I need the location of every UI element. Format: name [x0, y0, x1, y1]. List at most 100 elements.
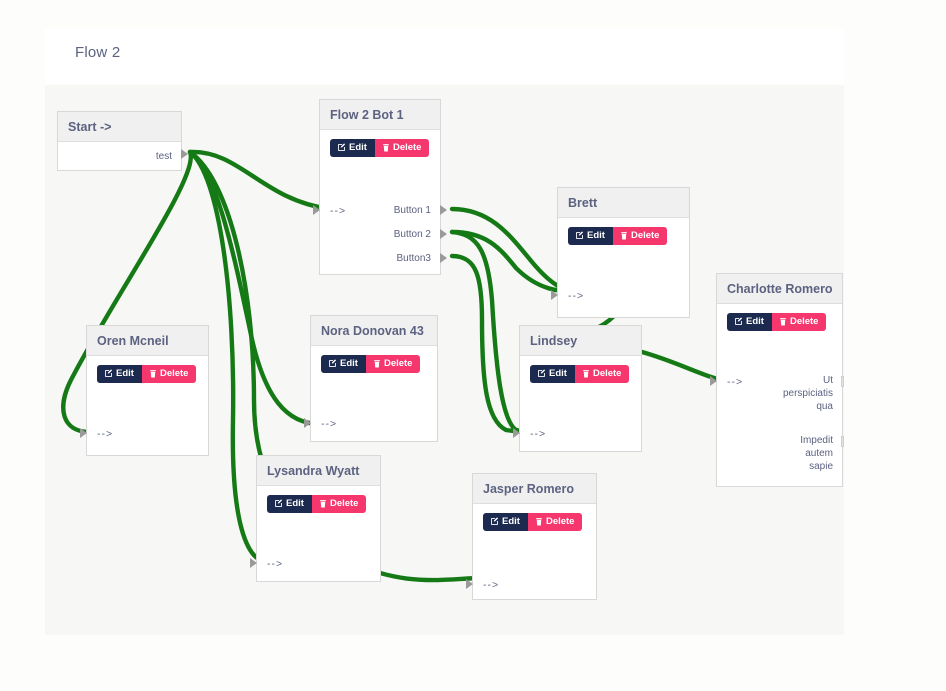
node-title-oren-mcneil: Oren Mcneil — [97, 333, 169, 348]
output-label-button-2[interactable]: Button 2 — [393, 229, 431, 240]
output-port-button-1[interactable] — [440, 205, 447, 215]
input-label-brett: --> — [568, 290, 585, 302]
output-line-1-word-1: Ut — [823, 375, 833, 386]
delete-button-lindsey[interactable]: Delete — [574, 365, 630, 383]
input-port-lindsey[interactable] — [513, 428, 520, 438]
node-brett[interactable]: Brett Edit Delete --> — [551, 187, 690, 318]
action-buttons-nora-donovan: Edit Delete — [321, 355, 421, 373]
input-port-charlotte-romero[interactable] — [710, 376, 717, 386]
input-label-jasper-romero: --> — [483, 579, 500, 591]
action-buttons-brett: Edit Delete — [568, 227, 668, 245]
trash-icon — [382, 143, 390, 152]
output-label-button-1[interactable]: Button 1 — [393, 205, 431, 216]
input-port-lysandra-wyatt[interactable] — [250, 558, 257, 568]
node-title-flow2bot1: Flow 2 Bot 1 — [330, 107, 404, 122]
node-body-flow2bot1: Edit Delete --> Button 1 Button 2 Button… — [313, 130, 447, 274]
input-port-nora-donovan[interactable] — [304, 418, 311, 428]
input-label-lindsey: --> — [530, 428, 547, 440]
node-charlotte-romero[interactable]: Charlotte Romero Edit Delete --> Ut pers… — [710, 273, 844, 487]
node-header-jasper-romero: Jasper Romero — [473, 474, 596, 504]
delete-button-label: Delete — [159, 368, 189, 379]
input-port-flow2bot1[interactable] — [313, 205, 320, 215]
edit-button-nora-donovan[interactable]: Edit — [321, 355, 366, 373]
delete-button-oren-mcneil[interactable]: Delete — [141, 365, 197, 383]
trash-icon — [319, 499, 327, 508]
input-label-nora-donovan: --> — [321, 418, 338, 430]
output-line-2-word-3: sapie — [809, 461, 833, 472]
trash-icon — [535, 517, 543, 526]
node-lysandra-wyatt[interactable]: Lysandra Wyatt Edit Delete --> — [250, 455, 381, 582]
delete-button-label: Delete — [329, 498, 359, 509]
node-body-start: test — [58, 142, 188, 170]
node-body-lindsey: Edit Delete --> — [513, 356, 641, 451]
node-title-charlotte-romero: Charlotte Romero — [727, 281, 833, 296]
edit-button-jasper-romero[interactable]: Edit — [483, 513, 528, 531]
output-label-charlotte-1[interactable]: Ut perspiciatis qua — [783, 374, 833, 413]
delete-button-nora-donovan[interactable]: Delete — [365, 355, 421, 373]
node-oren-mcneil[interactable]: Oren Mcneil Edit Delete --> — [80, 325, 209, 456]
edit-button-oren-mcneil[interactable]: Edit — [97, 365, 142, 383]
trash-icon — [620, 231, 628, 240]
node-title-nora-donovan: Nora Donovan 43 — [321, 323, 424, 338]
action-buttons-lysandra-wyatt: Edit Delete — [267, 495, 367, 513]
delete-button-label: Delete — [789, 316, 819, 327]
edit-button-lindsey[interactable]: Edit — [530, 365, 575, 383]
node-header-start: Start -> — [58, 112, 181, 142]
delete-button-brett[interactable]: Delete — [612, 227, 668, 245]
node-nora-donovan[interactable]: Nora Donovan 43 Edit Delete --> — [304, 315, 438, 442]
input-label-oren-mcneil: --> — [97, 428, 114, 440]
node-start[interactable]: Start -> test — [57, 111, 188, 171]
edit-button-label: Edit — [587, 230, 605, 241]
node-header-brett: Brett — [558, 188, 689, 218]
node-lindsey[interactable]: Lindsey Edit Delete --> — [513, 325, 642, 452]
output-label-start-test[interactable]: test — [155, 151, 172, 162]
output-port-charlotte-2[interactable] — [841, 436, 844, 447]
node-jasper-romero[interactable]: Jasper Romero Edit Delete --> — [466, 473, 597, 600]
edit-button-label: Edit — [502, 516, 520, 527]
delete-button-jasper-romero[interactable]: Delete — [527, 513, 583, 531]
pencil-square-icon — [274, 499, 283, 508]
input-label-lysandra-wyatt: --> — [267, 558, 284, 570]
delete-button-lysandra-wyatt[interactable]: Delete — [311, 495, 367, 513]
edit-button-flow2bot1[interactable]: Edit — [330, 139, 375, 157]
pencil-square-icon — [328, 359, 337, 368]
edit-button-brett[interactable]: Edit — [568, 227, 613, 245]
node-flow2bot1[interactable]: Flow 2 Bot 1 Edit Delete --> Button 1 Bu… — [313, 99, 447, 275]
input-port-oren-mcneil[interactable] — [80, 428, 87, 438]
node-body-nora-donovan: Edit Delete --> — [304, 346, 437, 441]
action-buttons-jasper-romero: Edit Delete — [483, 513, 583, 531]
action-buttons-oren-mcneil: Edit Delete — [97, 365, 197, 383]
output-port-charlotte-1[interactable] — [841, 376, 844, 387]
node-title-brett: Brett — [568, 195, 598, 210]
pencil-square-icon — [537, 369, 546, 378]
trash-icon — [373, 359, 381, 368]
output-line-2-word-1: Impedit — [800, 435, 833, 446]
pencil-square-icon — [575, 231, 584, 240]
output-port-button-3[interactable] — [440, 253, 447, 263]
delete-button-charlotte-romero[interactable]: Delete — [771, 313, 827, 331]
node-body-charlotte-romero: Edit Delete --> Ut perspiciatis qua Impe… — [710, 304, 844, 486]
output-port-start-test[interactable] — [181, 149, 188, 159]
edit-button-charlotte-romero[interactable]: Edit — [727, 313, 772, 331]
node-header-oren-mcneil: Oren Mcneil — [87, 326, 208, 356]
delete-button-label: Delete — [383, 358, 413, 369]
node-header-lysandra-wyatt: Lysandra Wyatt — [257, 456, 380, 486]
edit-button-label: Edit — [116, 368, 134, 379]
edit-button-lysandra-wyatt[interactable]: Edit — [267, 495, 312, 513]
edit-button-label: Edit — [746, 316, 764, 327]
edit-button-label: Edit — [549, 368, 567, 379]
input-port-brett[interactable] — [551, 290, 558, 300]
node-title-start: Start -> — [68, 119, 112, 134]
output-label-charlotte-2[interactable]: Impedit autem sapie — [800, 434, 833, 473]
input-port-jasper-romero[interactable] — [466, 579, 473, 589]
node-title-lysandra-wyatt: Lysandra Wyatt — [267, 463, 360, 478]
delete-button-flow2bot1[interactable]: Delete — [374, 139, 430, 157]
delete-button-label: Delete — [545, 516, 575, 527]
output-port-button-2[interactable] — [440, 229, 447, 239]
output-label-button-3[interactable]: Button3 — [396, 253, 431, 264]
pencil-square-icon — [337, 143, 346, 152]
page-header-panel: Flow 2 — [45, 28, 844, 84]
delete-button-label: Delete — [392, 142, 422, 153]
page-title: Flow 2 — [75, 44, 121, 61]
